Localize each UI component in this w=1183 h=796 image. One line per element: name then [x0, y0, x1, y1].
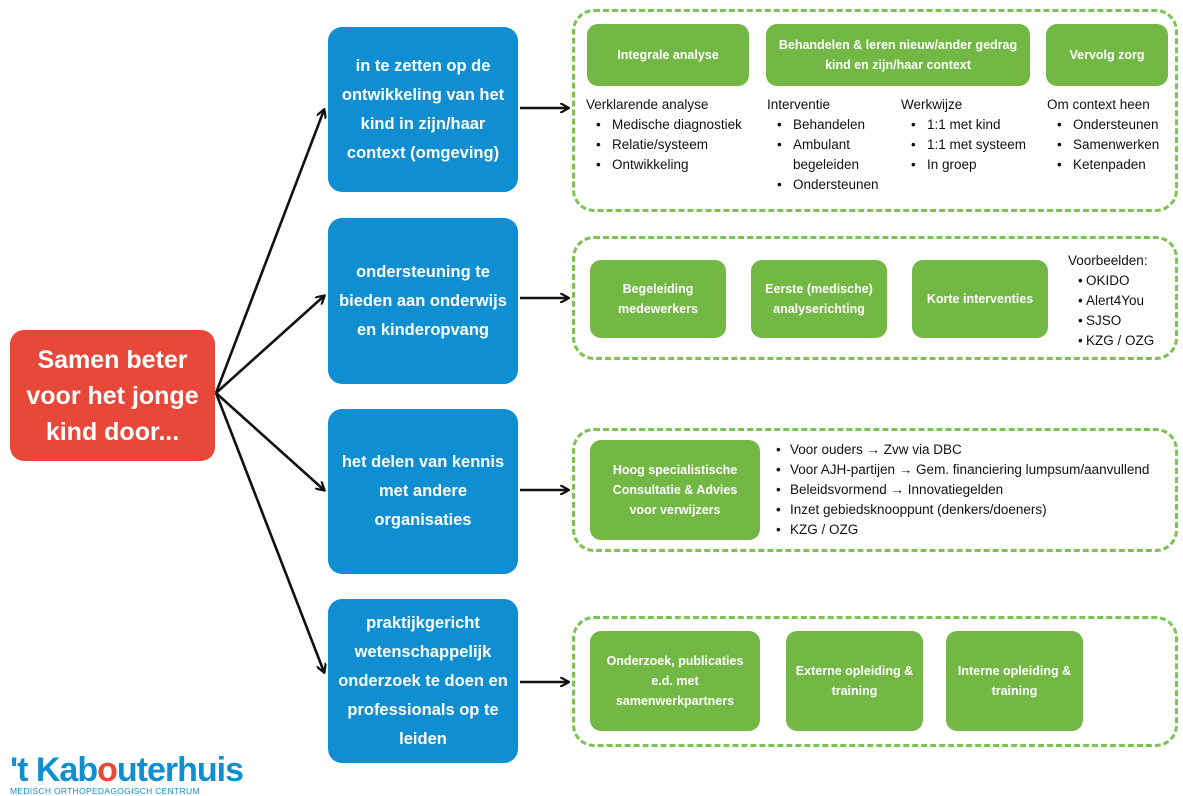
list-item: OKIDO — [1068, 271, 1176, 291]
list-item: 1:1 met kind — [901, 115, 1046, 135]
branch-2-node: ondersteuning te bieden aan onderwijs en… — [328, 218, 518, 384]
panel-1-header-behandelen: Behandelen & leren nieuw/ander gedrag ki… — [766, 24, 1030, 86]
list-item: Ambulant begeleiden — [767, 135, 867, 175]
list-item: Behandelen — [767, 115, 887, 135]
root-text: Samen beter voor het jonge kind door... — [26, 345, 199, 446]
panel-2-examples: Voorbeelden: OKIDO Alert4You SJSO KZG / … — [1068, 251, 1176, 351]
list-item: SJSO — [1068, 311, 1176, 331]
branch-1-node: in te zetten op de ontwikkeling van het … — [328, 27, 518, 192]
panel-2-box-korte-interventies: Korte interventies — [912, 260, 1048, 338]
panel-1-column-4: Om context heen Ondersteunen Samenwerken… — [1047, 95, 1177, 175]
panel-1-column-3: Werkwijze 1:1 met kind 1:1 met systeem I… — [901, 95, 1046, 175]
list-item: 1:1 met systeem — [901, 135, 1046, 155]
column-title: Werkwijze — [901, 97, 963, 112]
panel-2 — [572, 236, 1178, 360]
arrow-root-to-branch-4 — [214, 392, 324, 672]
panel-4 — [572, 616, 1178, 747]
logo-tagline: MEDISCH ORTHOPEDAGOGISCH CENTRUM — [10, 786, 200, 796]
list-item: Ontwikkeling — [586, 155, 766, 175]
panel-3 — [572, 428, 1178, 552]
list-item: In groep — [901, 155, 1046, 175]
arrow-root-to-branch-3 — [215, 392, 324, 490]
branch-3-text: het delen van kennis met andere organisa… — [341, 453, 505, 529]
branch-4-node: praktijkgericht wetenschappelijk onderzo… — [328, 599, 518, 763]
logo-wordmark: 't Kabouterhuis — [10, 751, 244, 789]
branch-2-text: ondersteuning te bieden aan onderwijs en… — [339, 262, 507, 339]
arrow-root-to-branch-1 — [214, 110, 324, 394]
list-item: Ondersteunen — [1047, 115, 1177, 135]
panel-1-column-1: Verklarende analyse Medische diagnostiek… — [586, 95, 766, 175]
panel-4-box-onderzoek: Onderzoek, publicaties e.d. met samenwer… — [590, 631, 760, 731]
panel-3-list: Voor ouders → Zvw via DBC Voor AJH-parti… — [774, 440, 1176, 540]
panel-3-box-consultatie: Hoog specialistische Consultatie & Advie… — [590, 440, 760, 540]
examples-title: Voorbeelden: — [1068, 253, 1148, 268]
panel-4-box-externe-opleiding: Externe opleiding & training — [786, 631, 923, 731]
panel-1-column-2: Interventie Behandelen Ambulant begeleid… — [767, 95, 887, 195]
list-item: KZG / OZG — [774, 520, 1176, 540]
list-item: Inzet gebiedsknooppunt (denkers/doeners) — [774, 500, 1176, 520]
branch-1-text: in te zetten op de ontwikkeling van het … — [341, 56, 505, 162]
kabouterhuis-logo: 't Kabouterhuis MEDISCH ORTHOPEDAGOGISCH… — [10, 751, 244, 796]
list-item: Ondersteunen — [767, 175, 887, 195]
arrow-root-to-branch-2 — [215, 296, 324, 394]
list-item: Samenwerken — [1047, 135, 1177, 155]
branch-4-text: praktijkgericht wetenschappelijk onderzo… — [338, 613, 508, 748]
column-title: Om context heen — [1047, 97, 1150, 112]
list-item: Beleidsvormend → Innovatiegelden — [774, 480, 1176, 500]
list-item: KZG / OZG — [1068, 331, 1176, 351]
panel-4-box-interne-opleiding: Interne opleiding & training — [946, 631, 1083, 731]
root-node: Samen beter voor het jonge kind door... — [10, 330, 215, 461]
panel-1-header-integrale-analyse: Integrale analyse — [587, 24, 749, 86]
list-item: Medische diagnostiek — [586, 115, 766, 135]
column-title: Interventie — [767, 97, 831, 112]
column-title: Verklarende analyse — [586, 97, 709, 112]
panel-2-box-eerste-analyse: Eerste (medische) analyserichting — [751, 260, 887, 338]
panel-1 — [572, 9, 1178, 212]
list-item: Voor ouders → Zvw via DBC — [774, 440, 1176, 460]
list-item: Ketenpaden — [1047, 155, 1177, 175]
panel-1-header-vervolg-zorg: Vervolg zorg — [1046, 24, 1168, 86]
branch-3-node: het delen van kennis met andere organisa… — [328, 409, 518, 574]
list-item: Alert4You — [1068, 291, 1176, 311]
panel-2-box-begeleiding: Begeleiding medewerkers — [590, 260, 726, 338]
list-item: Voor AJH-partijen → Gem. financiering lu… — [774, 460, 1176, 480]
list-item: Relatie/systeem — [586, 135, 766, 155]
